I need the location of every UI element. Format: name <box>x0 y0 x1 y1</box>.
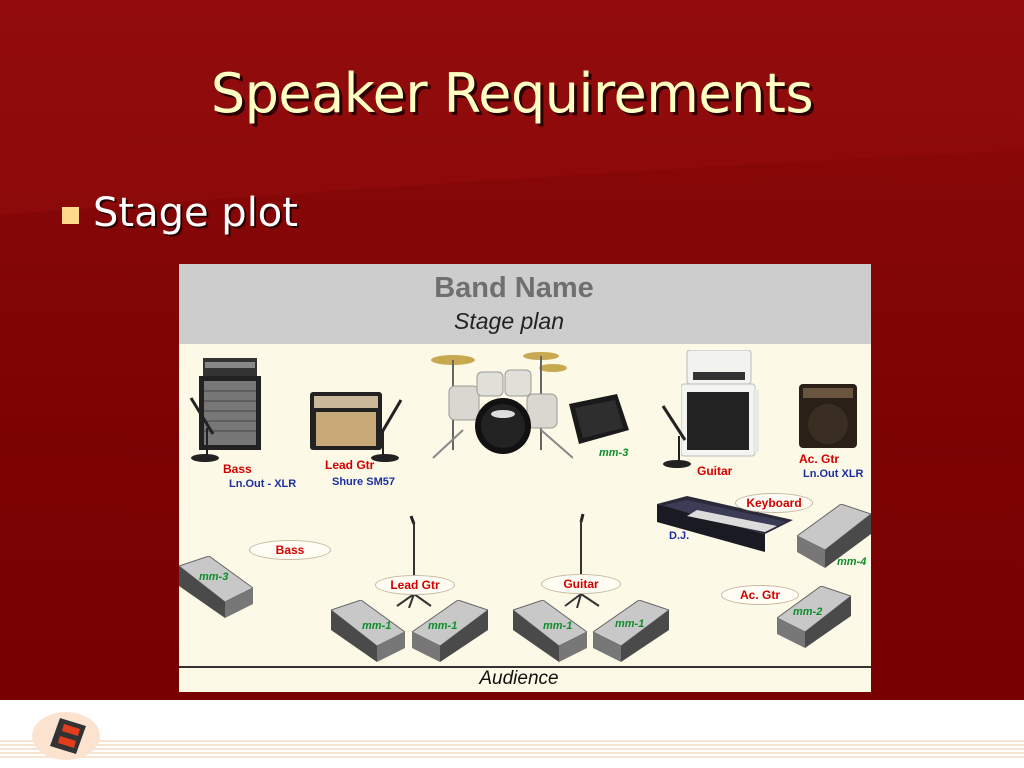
bass-amp-icon <box>199 358 261 450</box>
wedge-monitor-icon <box>777 586 851 648</box>
monitor-label: mm-1 <box>543 620 573 632</box>
ac-gtr-label: Ac. Gtr <box>799 452 840 466</box>
stage-plot-header: Band Name Stage plan <box>179 264 871 344</box>
dj-label: D.J. <box>669 530 690 542</box>
stack-amp-icon <box>681 350 759 457</box>
bullet-item: Stage plot <box>62 190 298 236</box>
wedge-monitor-icon <box>797 504 871 568</box>
drum-kit-icon <box>431 352 573 459</box>
monitor-label: mm-3 <box>599 447 629 459</box>
mic-stand-icon <box>661 405 691 468</box>
monitor-label: mm-4 <box>837 556 867 568</box>
keyboard-icon <box>657 496 793 552</box>
mic-stand-icon <box>564 513 600 608</box>
wedge-monitor-icon <box>513 600 587 662</box>
company-logo-icon <box>32 712 100 760</box>
mic-stand-icon <box>189 397 219 462</box>
wedge-monitor-icon <box>593 600 669 662</box>
slide-title: Speaker Requirements <box>210 62 814 125</box>
background-wave <box>0 0 1024 215</box>
position-oval-lead-gtr: Lead Gtr <box>375 575 455 595</box>
bass-note: Ln.Out - XLR <box>229 478 297 490</box>
guitar-label: Guitar <box>697 464 733 478</box>
stage-plan-subtitle: Stage plan <box>454 308 564 334</box>
combo-amp-icon <box>310 392 382 450</box>
acoustic-amp-icon <box>799 384 857 448</box>
bullet-text: Stage plot <box>93 190 298 236</box>
footer-stripes <box>0 740 1024 758</box>
lead-gtr-note: Shure SM57 <box>332 476 395 488</box>
band-name: Band Name <box>434 272 594 304</box>
lead-gtr-label: Lead Gtr <box>325 458 375 472</box>
bullet-square-icon <box>62 206 79 224</box>
position-oval-bass: Bass <box>249 540 331 560</box>
monitor-label: mm-3 <box>199 571 229 583</box>
wedge-monitor-icon <box>331 600 405 662</box>
audience-label: Audience <box>479 668 559 689</box>
wedge-monitor-icon <box>179 556 253 618</box>
monitor-label: mm-1 <box>362 620 392 632</box>
position-oval-keyboard: Keyboard <box>735 493 813 513</box>
audience-divider <box>179 666 871 668</box>
monitor-label: mm-1 <box>428 620 458 632</box>
mic-stand-icon <box>371 399 403 462</box>
bass-label: Bass <box>223 462 252 476</box>
position-oval-guitar: Guitar <box>541 574 621 594</box>
ac-gtr-note: Ln.Out XLR <box>803 468 864 480</box>
monitor-label: mm-2 <box>793 606 823 618</box>
floor-monitor-icon <box>569 394 629 444</box>
stage-plot: Band Name Stage plan <box>179 264 871 692</box>
monitor-label: mm-1 <box>615 618 645 630</box>
wedge-monitor-icon <box>412 600 488 662</box>
position-oval-ac-gtr: Ac. Gtr <box>721 585 799 605</box>
